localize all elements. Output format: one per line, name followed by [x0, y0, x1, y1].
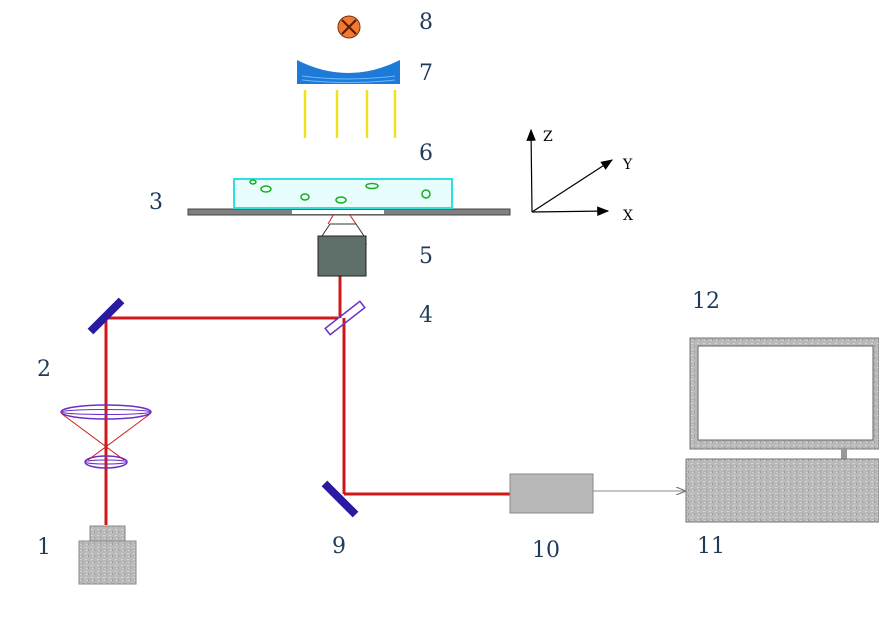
label-2: 2	[37, 357, 51, 382]
label-3: 3	[149, 190, 163, 215]
label-7: 7	[419, 61, 433, 86]
label-8: 8	[419, 10, 433, 35]
axis-label-x: X	[623, 208, 633, 224]
illumination-rays	[303, 90, 397, 138]
beam-expander	[60, 404, 152, 469]
objective-lens	[317, 223, 368, 277]
dichroic-mirror	[324, 300, 366, 336]
microscope-stage	[187, 208, 511, 216]
lamp-icon	[337, 15, 361, 39]
label-10: 10	[532, 538, 560, 563]
laser-source-icon	[78, 525, 137, 585]
laser-beam-path	[104, 276, 510, 525]
label-5: 5	[419, 244, 433, 269]
axis-label-z: Z	[543, 129, 553, 145]
mirror-top-left	[87, 297, 125, 335]
xyz-axes	[526, 128, 614, 216]
label-12: 12	[692, 289, 720, 314]
label-11: 11	[697, 534, 725, 559]
label-1: 1	[37, 535, 51, 560]
label-4: 4	[419, 303, 433, 328]
mirror-bottom	[321, 480, 359, 518]
label-9: 9	[332, 534, 346, 559]
keyboard-icon	[685, 458, 879, 523]
camera-icon	[509, 473, 594, 514]
monitor-icon	[689, 337, 879, 459]
sample-slide	[233, 178, 453, 209]
axis-label-y: Y	[622, 157, 633, 173]
label-6: 6	[419, 141, 433, 166]
condenser-icon	[297, 60, 400, 84]
